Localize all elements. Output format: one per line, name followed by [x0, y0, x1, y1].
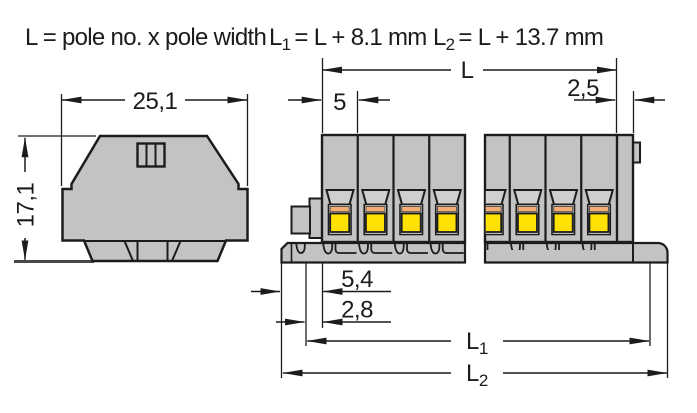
dimension-pole-width: 5 — [288, 89, 390, 116]
dim-label-height: 17,1 — [13, 182, 40, 227]
l1-subscript: 1 — [479, 339, 488, 358]
formula-l1-pre: L — [269, 24, 282, 51]
formula-l1-post: = L + 8.1 mm — [294, 24, 426, 51]
formula-l2-subscript: 2 — [446, 35, 455, 54]
dimension-width-25-1: 25,1 — [61, 88, 248, 115]
marker-field-frame — [136, 142, 166, 168]
l2-pre: L — [466, 360, 479, 387]
formula-l2: L2= L + 13.7 mm — [433, 24, 603, 54]
dim-label-offset-a: 5,4 — [341, 266, 373, 293]
dimension-end-plate: 2,5 — [567, 75, 665, 104]
side-latch-tab — [308, 197, 324, 239]
marker-field — [136, 142, 166, 168]
dimension-total-length: L — [322, 57, 617, 84]
dimension-offset-b: 2,8 — [276, 297, 391, 326]
dim-label-pole-width: 5 — [333, 89, 346, 116]
dim-label-total-length: L — [461, 57, 474, 84]
l1-pre: L — [466, 328, 479, 355]
formula-l2-post: = L + 13.7 mm — [458, 24, 603, 51]
side-view: 25,1 17,1 — [13, 88, 249, 263]
foot-hook — [295, 242, 306, 254]
formula-l1-subscript: 1 — [282, 35, 291, 54]
dimension-height-17-1: 17,1 — [13, 137, 40, 261]
dimension-l2: L2 — [282, 360, 668, 390]
front-view: L 5 2,5 — [251, 57, 669, 390]
latch-notch — [171, 240, 182, 262]
formula-l1: L1= L + 8.1 mm — [269, 24, 427, 54]
side-latch-tab — [290, 205, 311, 235]
dimension-l1: L1 — [306, 328, 650, 358]
dimension-offset-a: 5,4 — [251, 266, 391, 295]
side-profile — [61, 134, 249, 263]
formula-total-length: L = pole no. x pole width — [25, 24, 266, 51]
dim-label-l2: L2 — [466, 360, 488, 390]
l2-subscript: 2 — [479, 371, 488, 390]
formula-l2-pre: L — [433, 24, 446, 51]
latch-notch — [123, 240, 134, 262]
mounting-foot-right — [483, 241, 669, 264]
dim-label-end-plate: 2,5 — [567, 75, 599, 102]
dim-label-offset-b: 2,8 — [341, 297, 373, 324]
dim-label-width: 25,1 — [133, 88, 178, 115]
dim-label-l1: L1 — [466, 328, 488, 358]
header-formulas: L = pole no. x pole width L1= L + 8.1 mm… — [25, 24, 604, 54]
